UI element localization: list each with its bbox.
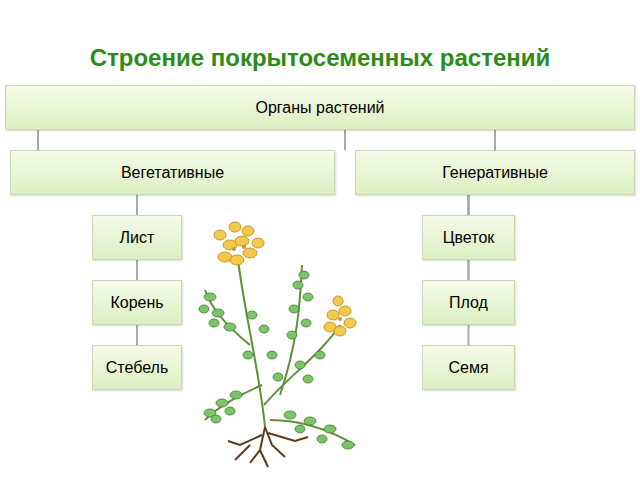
box-label: Органы растений [255,99,384,117]
box-label: Цветок [443,229,495,247]
box-label: Генеративные [442,164,548,182]
organ-box: Корень [92,280,182,325]
organ-box: Стебель [92,345,182,390]
box-label: Вегетативные [121,164,224,182]
box-label: Корень [110,294,163,312]
tree-connector [494,130,496,150]
bracket-line [344,130,346,150]
organs-band: Органы растений [5,85,635,130]
box-label: Стебель [106,359,168,377]
box-label: Лист [120,229,155,247]
organ-box: Цветок [422,215,515,260]
organ-box: Плод [422,280,515,325]
plant-illustration [190,205,370,470]
organ-box: Лист [92,215,182,260]
box-label: Семя [448,359,488,377]
group-box: Вегетативные [10,150,335,195]
diagram-title: Строение покрытосеменных растений [0,44,640,72]
box-label: Плод [449,294,488,312]
group-box: Генеративные [355,150,635,195]
organ-box: Семя [422,345,515,390]
